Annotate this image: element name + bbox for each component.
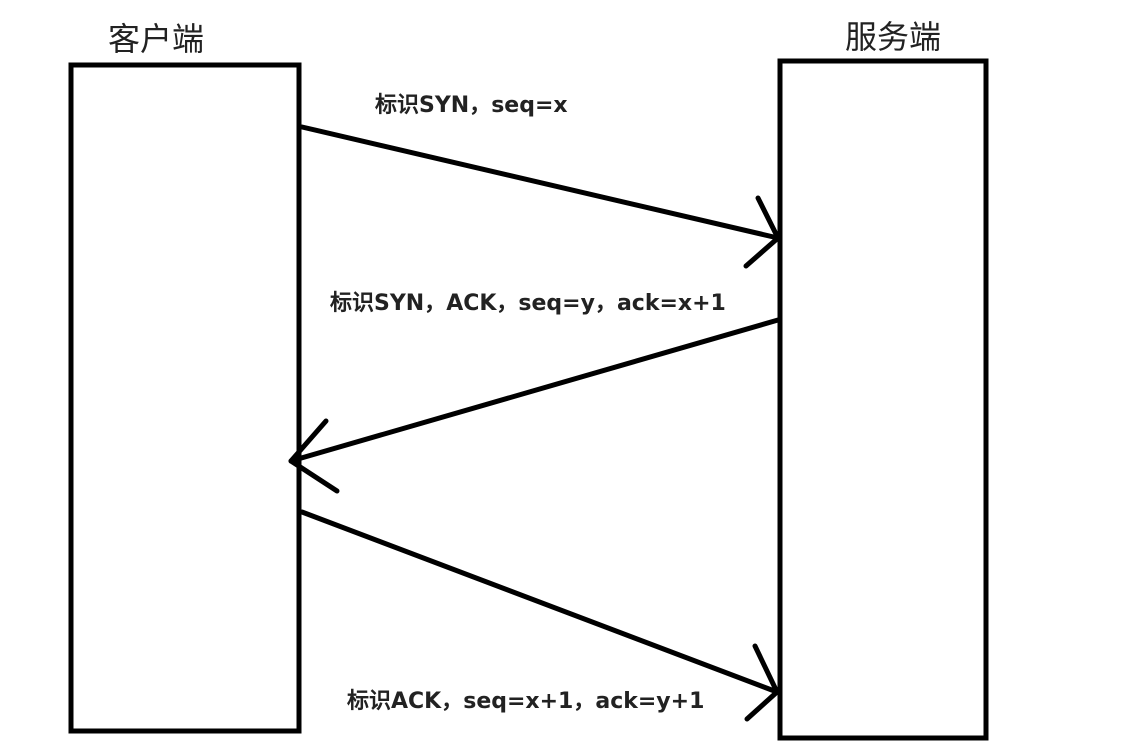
message-arrow-2	[288, 317, 781, 494]
message-arrow-3-head	[744, 643, 780, 722]
message-arrow-3-line	[299, 509, 780, 695]
message-arrow-1-line	[299, 124, 781, 241]
client-title: 客户端	[108, 20, 204, 58]
message-label-3: 标识ACK，seq=x+1，ack=y+1	[347, 688, 704, 714]
server-title: 服务端	[845, 18, 941, 56]
message-arrow-2-line	[288, 317, 781, 464]
message-arrow-1-head	[743, 195, 781, 269]
message-label-1: 标识SYN，seq=x	[375, 92, 568, 118]
server-box	[777, 58, 989, 741]
message-arrow-2-head	[288, 418, 340, 494]
message-arrow-1	[299, 124, 781, 269]
client-box	[68, 62, 302, 734]
message-arrow-3	[299, 509, 780, 722]
message-label-2: 标识SYN，ACK，seq=y，ack=x+1	[330, 290, 726, 316]
